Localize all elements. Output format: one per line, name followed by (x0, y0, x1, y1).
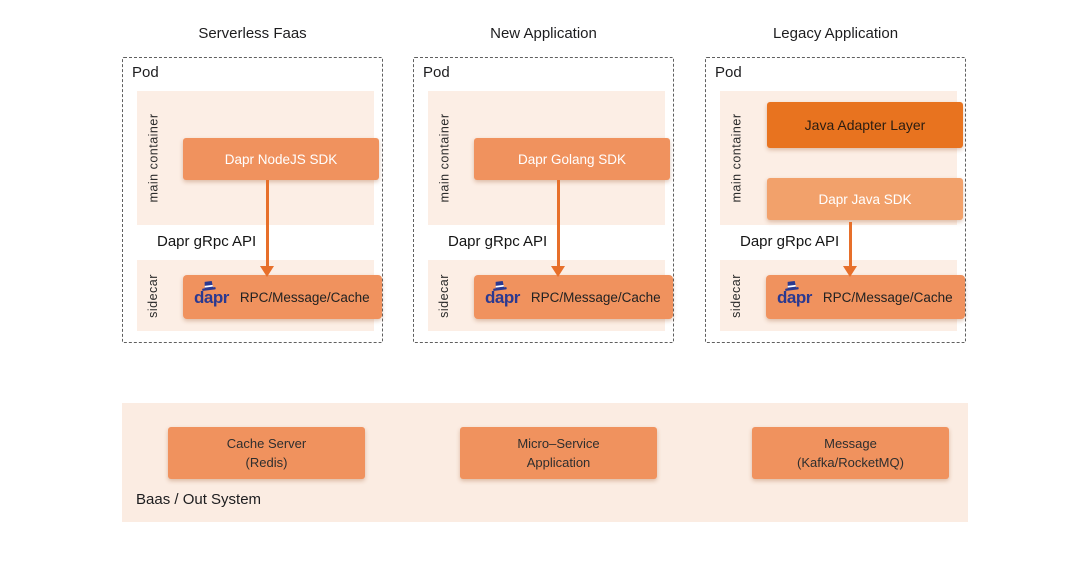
dapr-java-sdk-box: Dapr Java SDK (767, 178, 963, 220)
main-container-panel: main container Dapr Golang SDK (428, 91, 670, 225)
dapr-logo-text: dapr (485, 287, 520, 307)
message-kafka-rocketmq-box: Message (Kafka/RocketMQ) (752, 427, 949, 479)
micro-service-application-box: Micro–Service Application (460, 427, 657, 479)
kafka-rocketmq-label: (Kafka/RocketMQ) (797, 455, 904, 470)
pod-label: Pod (132, 64, 159, 81)
dapr-golang-sdk-box: Dapr Golang SDK (474, 138, 670, 180)
dapr-logo: dapr (777, 280, 812, 307)
dapr-hat-icon (493, 280, 507, 291)
dapr-logo: dapr (194, 280, 229, 307)
sidecar-label-text: sidecar (146, 273, 161, 318)
rpc-label: RPC/Message/Cache (239, 289, 370, 305)
sidecar-panel: sidecar dapr RPC/Message/Cache (720, 260, 965, 331)
main-container-label-text: main container (146, 113, 160, 203)
dapr-hat-icon (785, 280, 799, 291)
arrow-down-icon (260, 266, 274, 277)
java-adapter-layer-box: Java Adapter Layer (767, 102, 963, 148)
sidecar-label-text: sidecar (437, 273, 452, 318)
dapr-grpc-api-label: Dapr gRpc API (157, 233, 257, 250)
dapr-logo: dapr (485, 280, 520, 307)
sdk-to-sidecar-arrow (849, 222, 852, 266)
arrow-down-icon (551, 266, 565, 277)
column-title-new-application: New Application (490, 25, 597, 42)
pod-serverless-faas: Pod main container Dapr NodeJS SDK Dapr … (122, 57, 383, 343)
dapr-grpc-api-label: Dapr gRpc API (740, 233, 840, 250)
sidecar-label-text: sidecar (729, 273, 744, 318)
main-container-panel: main container Dapr NodeJS SDK (137, 91, 379, 225)
dapr-logo-text: dapr (194, 287, 229, 307)
sidecar-panel: sidecar dapr RPC/Message/Cache (428, 260, 673, 331)
main-container-label-text: main container (729, 113, 743, 203)
sdk-to-sidecar-arrow (266, 180, 269, 266)
sidecar-label: sidecar (137, 260, 169, 331)
main-container-panel: main container Java Adapter Layer Dapr J… (720, 91, 963, 225)
cache-server-label: Cache Server (226, 435, 307, 451)
main-container-label-text: main container (437, 113, 451, 203)
redis-label: (Redis) (245, 455, 288, 470)
micro-service-label: Micro–Service (517, 435, 600, 451)
main-container-label: main container (720, 91, 752, 225)
sdk-to-sidecar-arrow (557, 180, 560, 266)
rpc-message-cache-box: dapr RPC/Message/Cache (474, 275, 673, 319)
rpc-label: RPC/Message/Cache (822, 289, 953, 305)
sidecar-panel: sidecar dapr RPC/Message/Cache (137, 260, 382, 331)
pod-label: Pod (423, 64, 450, 81)
main-container-label: main container (137, 91, 169, 225)
sidecar-label: sidecar (720, 260, 752, 331)
column-title-legacy-application: Legacy Application (772, 25, 899, 42)
dapr-nodejs-sdk-box: Dapr NodeJS SDK (183, 138, 379, 180)
dapr-logo-text: dapr (777, 287, 812, 307)
dapr-grpc-api-label: Dapr gRpc API (448, 233, 548, 250)
pod-legacy-application: Pod main container Java Adapter Layer Da… (705, 57, 966, 343)
rpc-message-cache-box: dapr RPC/Message/Cache (766, 275, 965, 319)
column-title-serverless-faas: Serverless Faas (198, 25, 307, 42)
pod-label: Pod (715, 64, 742, 81)
sidecar-label: sidecar (428, 260, 460, 331)
baas-out-system-label: Baas / Out System (136, 491, 262, 508)
dapr-hat-icon (202, 280, 216, 291)
message-label: Message (824, 435, 877, 451)
rpc-message-cache-box: dapr RPC/Message/Cache (183, 275, 382, 319)
baas-out-system-panel: Cache Server (Redis) Micro–Service Appli… (122, 403, 968, 522)
main-container-label: main container (428, 91, 460, 225)
arrow-down-icon (843, 266, 857, 277)
rpc-label: RPC/Message/Cache (530, 289, 661, 305)
application-label: Application (526, 455, 591, 470)
cache-server-redis-box: Cache Server (Redis) (168, 427, 365, 479)
pod-new-application: Pod main container Dapr Golang SDK Dapr … (413, 57, 674, 343)
